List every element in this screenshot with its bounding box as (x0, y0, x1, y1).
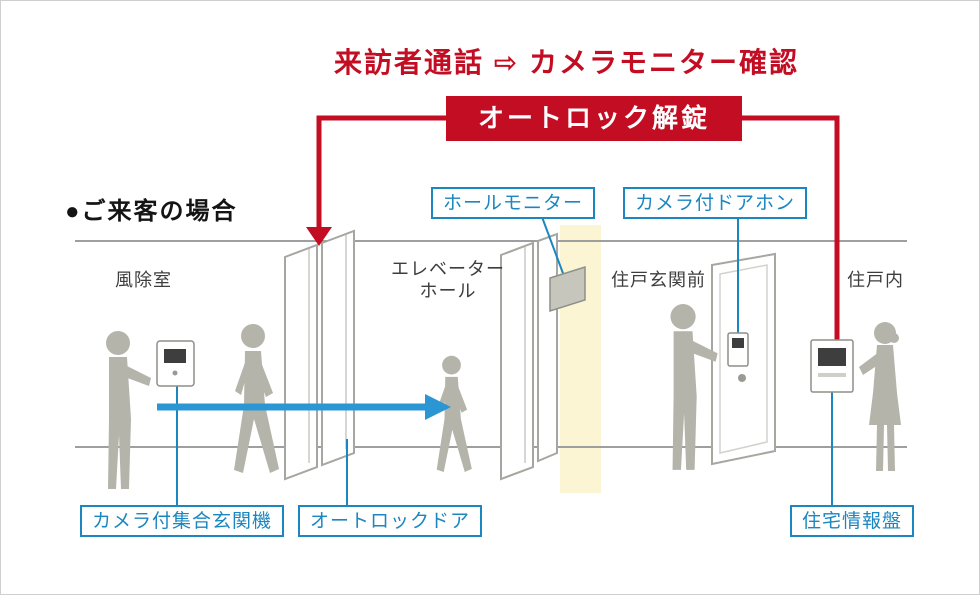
info-panel-device (810, 339, 854, 393)
elevator-hall-label-line2: ホール (419, 281, 477, 301)
area-label-unit-interior: 住戸内 (847, 270, 904, 290)
hall-monitor-device (549, 265, 586, 313)
area-label-unit-entrance-front: 住戸玄関前 (611, 270, 706, 290)
red-arrowhead-down (306, 227, 332, 246)
autolock-banner: オートロック解錠 (446, 96, 742, 141)
elevator-hall-door-graphic (500, 232, 558, 481)
equipment-connector-lines (176, 216, 833, 506)
tag-hall-monitor: ホールモニター (431, 187, 596, 219)
person-visitor-at-doorphone (670, 304, 718, 470)
person-visitor-walking-2 (436, 355, 472, 472)
person-visitor-walking-1 (234, 324, 279, 473)
area-label-windbreak: 風除室 (115, 270, 172, 290)
autolock-door-graphic (284, 229, 355, 481)
person-resident (859, 322, 901, 471)
area-label-elevator-hall: エレベーター ホール (389, 258, 507, 302)
ceiling-line (75, 240, 907, 242)
floor-line (75, 446, 907, 448)
tag-camera-doorphone: カメラ付ドアホン (623, 187, 808, 219)
red-connectors (316, 115, 840, 342)
entrance-station-device (156, 340, 195, 387)
elevator-hall-label-line1: エレベーター (391, 259, 505, 279)
tag-home-info-panel: 住宅情報盤 (790, 505, 915, 537)
walk-direction-arrow (157, 394, 451, 420)
tag-autolock-door: オートロックドア (298, 505, 483, 537)
hall-monitor-connector (541, 216, 568, 285)
person-visitor-at-entrance (106, 331, 151, 489)
red-connector-left (316, 115, 447, 229)
red-connector-right (741, 115, 840, 342)
doorphone-device (727, 332, 749, 367)
tag-camera-entrance-station: カメラ付集合玄関機 (80, 505, 285, 537)
flow-title: 来訪者通話 ⇨ カメラモニター確認 (334, 47, 800, 78)
scene-title: ●ご来客の場合 (65, 198, 238, 225)
